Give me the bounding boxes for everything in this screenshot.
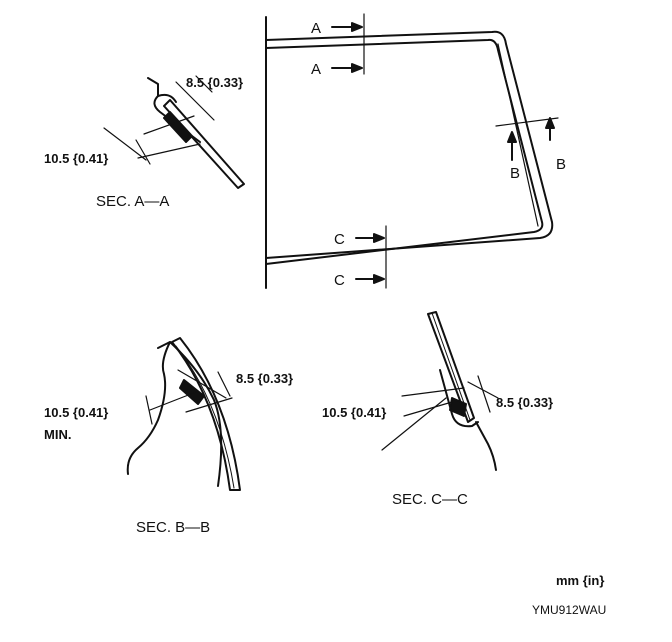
sec-b-dim-right: 8.5 {0.33} <box>236 371 294 386</box>
sec-c-title: SEC. C—C <box>392 491 468 508</box>
marker-b-right: B <box>556 156 567 173</box>
marker-a-top: A <box>311 20 322 37</box>
marker-c-bottom: C <box>334 272 345 289</box>
sec-b-dim-note: MIN. <box>44 427 72 442</box>
sec-a-dim-top: 8.5 {0.33} <box>186 75 244 90</box>
section-c-drawing <box>381 311 499 471</box>
cut-line-c <box>355 225 387 289</box>
section-a-drawing <box>103 75 245 189</box>
marker-b-left: B <box>510 165 521 182</box>
sec-c-dim-left: 10.5 {0.41} <box>322 405 387 420</box>
figure-code: YMU912WAU <box>532 603 607 617</box>
sec-b-dim-left: 10.5 {0.41} <box>44 405 109 420</box>
cut-line-b <box>495 117 559 161</box>
sec-a-title: SEC. A—A <box>96 193 170 210</box>
units-label: mm {in} <box>556 573 605 588</box>
windshield-outline <box>265 16 554 289</box>
marker-a-bottom: A <box>311 61 322 78</box>
cut-line-a <box>331 13 365 75</box>
sec-c-dim-right: 8.5 {0.33} <box>496 395 554 410</box>
sec-b-title: SEC. B—B <box>136 519 211 536</box>
marker-c-top: C <box>334 231 345 248</box>
sec-a-dim-left: 10.5 {0.41} <box>44 151 109 166</box>
section-b-drawing <box>126 337 241 491</box>
